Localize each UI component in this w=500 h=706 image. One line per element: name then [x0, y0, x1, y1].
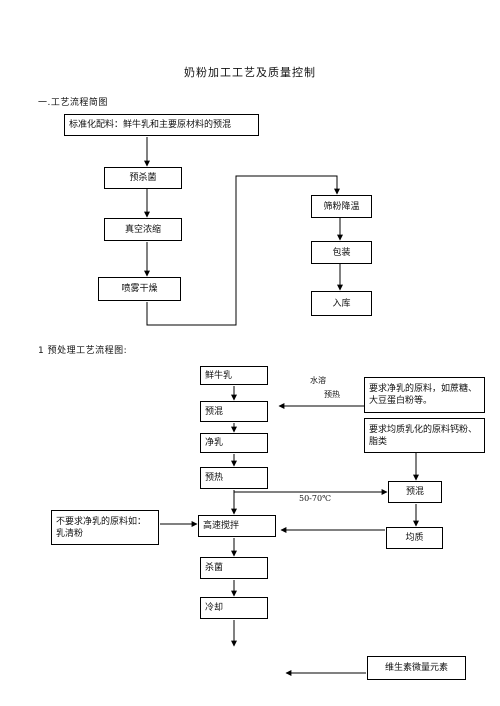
section-heading-pretreatment: 1 预处理工艺流程图:	[38, 346, 128, 356]
fresh-milk-step: 鲜牛乳	[200, 366, 268, 385]
water-dissolve-label: 水溶	[310, 376, 326, 385]
spray-dry-step: 喷雾干燥	[98, 277, 181, 301]
cool-step: 冷却	[200, 597, 268, 619]
right-premix-step: 预混	[388, 481, 442, 503]
section-heading-process-diagram: 一.工艺流程简图	[38, 98, 108, 108]
no-clean-materials-note: 不要求净乳的原料如：乳清粉	[51, 510, 159, 545]
preheat-label: 预热	[324, 390, 340, 399]
premix-step: 预混	[200, 401, 268, 422]
sterilize-step: 杀菌	[200, 557, 268, 579]
vacuum-concentrate-step: 真空浓缩	[104, 218, 182, 241]
homogenize-step: 均质	[386, 527, 443, 549]
presterilize-step: 预杀菌	[104, 167, 182, 189]
storage-step: 入库	[311, 291, 372, 316]
preheat-step: 预热	[200, 467, 268, 489]
vitamins-step: 维生素微量元素	[367, 656, 466, 680]
high-speed-mix-step: 高速搅拌	[198, 515, 276, 537]
clean-materials-note: 要求净乳的原料，如蔗糖、大豆蛋白粉等。	[364, 377, 485, 413]
sieve-cool-step: 筛粉降温	[311, 195, 372, 218]
clarify-step: 净乳	[200, 433, 268, 453]
document-title: 奶粉加工工艺及质量控制	[184, 66, 316, 79]
standardize-batching-step: 标准化配料：鲜牛乳和主要原材料的预混	[64, 114, 259, 136]
package-step: 包装	[311, 241, 372, 264]
homogenize-materials-note: 要求均质乳化的原料钙粉、脂类	[364, 418, 485, 453]
temperature-label: 50-70℃	[299, 494, 332, 503]
